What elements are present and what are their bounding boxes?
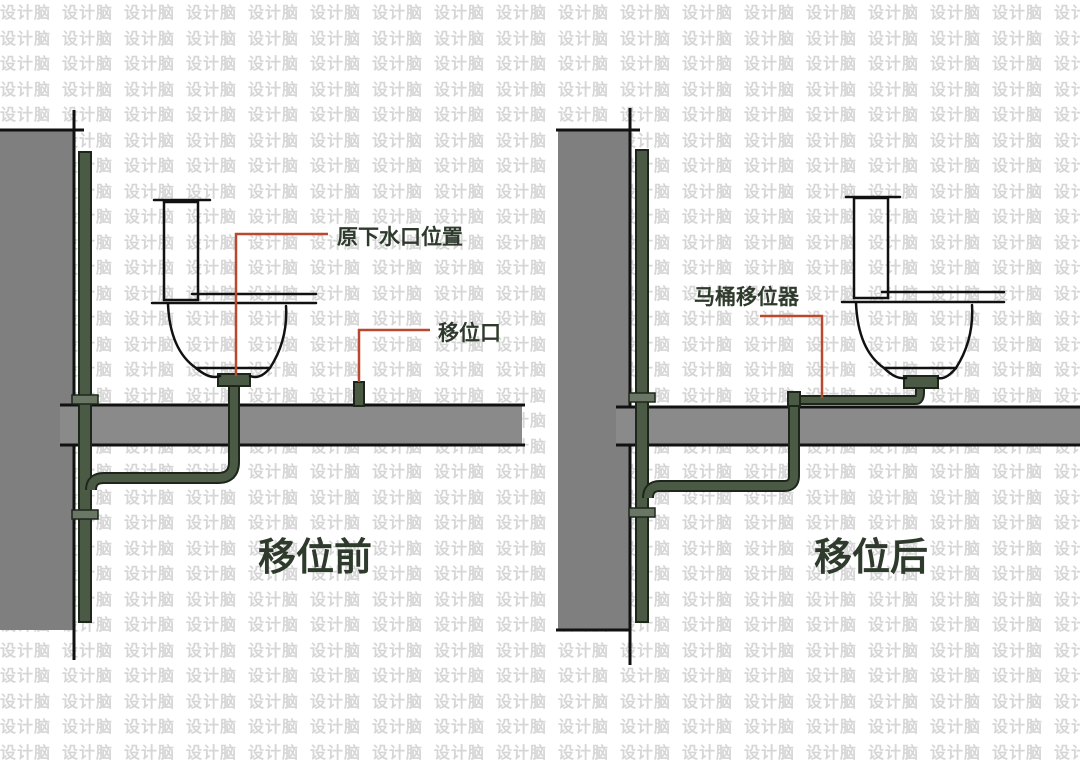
- original-drain-label: 原下水口位置: [337, 225, 463, 249]
- left-shifted-outlet: [353, 381, 365, 407]
- right-floor-slab: [616, 407, 1080, 445]
- left-pipe-clamp-top: [71, 394, 99, 405]
- right-pipe-clamp-bottom: [628, 507, 656, 518]
- right-pipe-clamp-top: [628, 392, 656, 403]
- right-wall: [558, 130, 630, 630]
- left-wall: [0, 130, 74, 630]
- toilet-shifter-leader: [760, 314, 824, 398]
- right-drain-pipe-fill: [644, 396, 798, 499]
- toilet-shifter-label: 马桶移位器: [694, 285, 800, 309]
- right-panel: 马桶移位器 移位后: [556, 108, 1080, 665]
- left-stack-pipe: [78, 151, 92, 623]
- toilet-shifter-pipe-fill: [794, 386, 923, 403]
- left-caption: 移位前: [258, 535, 372, 579]
- right-toilet-flange: [903, 375, 939, 389]
- left-floor-slab: [60, 405, 522, 445]
- left-original-drain-leader: [234, 232, 328, 376]
- left-pipe-clamp-bottom: [71, 509, 99, 520]
- left-panel: 原下水口位置 移位口 移位前: [0, 110, 525, 660]
- right-stack-pipe: [635, 149, 649, 623]
- toilet-icon: [840, 195, 1006, 380]
- right-caption: 移位后: [814, 535, 928, 579]
- left-drain-pipe-fill: [87, 385, 238, 491]
- right-outlet-cap: [787, 391, 801, 407]
- left-toilet-flange: [217, 373, 251, 387]
- toilet-icon: [150, 198, 318, 379]
- shifted-outlet-label: 移位口: [438, 321, 501, 345]
- left-shifted-outlet-leader: [357, 328, 430, 382]
